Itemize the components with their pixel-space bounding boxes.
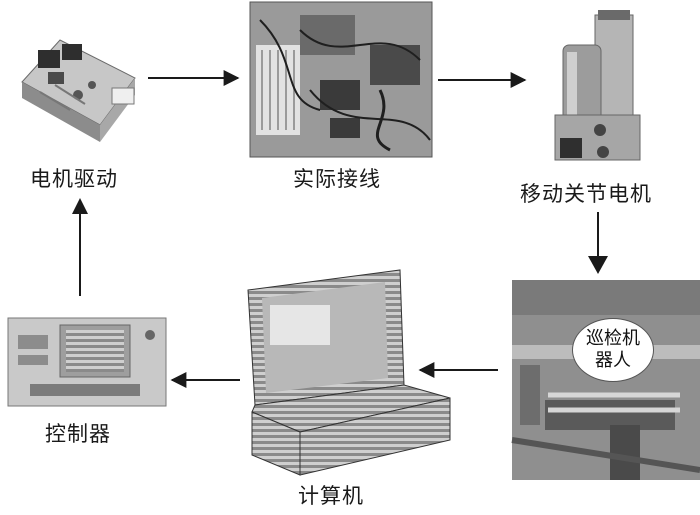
- arrows: [72, 70, 608, 388]
- arrow-controller-to-driver-head: [72, 198, 88, 214]
- joint-motor-photo: [554, 10, 641, 161]
- label-controller: 控制器: [45, 422, 111, 446]
- motor-driver-photo: [21, 39, 136, 142]
- robot-label-badge: 巡检机 器人: [572, 318, 654, 382]
- label-wiring: 实际接线: [293, 167, 381, 191]
- label-motor-driver: 电机驱动: [30, 167, 118, 191]
- label-robot-line1: 巡检机: [586, 328, 640, 349]
- arrow-motor-to-robot-head: [588, 256, 608, 274]
- label-joint-motor: 移动关节电机: [520, 182, 652, 206]
- label-robot-line2: 器人: [595, 350, 631, 371]
- controller-photo: [7, 317, 167, 407]
- label-computer: 计算机: [298, 484, 364, 508]
- wiring-photo: [249, 1, 433, 158]
- computer-photo: [247, 269, 451, 476]
